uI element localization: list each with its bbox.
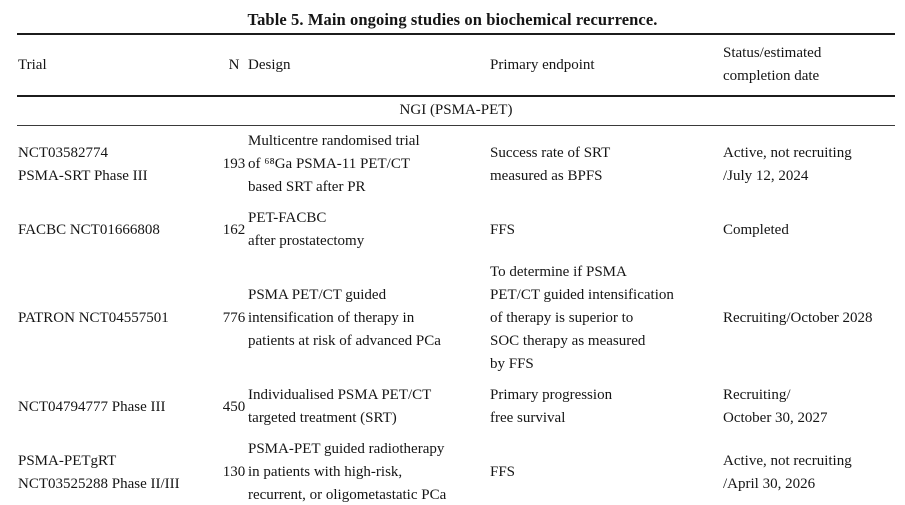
endpoint-cell: FFS [490,221,516,238]
n-cell: 193 [222,156,246,172]
table-row: PSMA-PETgRT NCT03525288 Phase II/III 130… [17,434,895,505]
col-header-design: Design [248,56,291,73]
n-cell: 162 [222,221,246,238]
design-cell: Individualised PSMA PET/CT targeted trea… [248,387,432,426]
table-row: NCT04794777 Phase III 450 Individualised… [17,380,895,434]
n-cell: 450 [222,398,246,415]
status-cell: Active, not recruiting /July 12, 2024 [723,144,852,184]
table-row: FACBC NCT01666808 162 PET-FACBC after pr… [17,203,895,257]
col-header-n: N [228,56,240,73]
status-cell: Completed [723,221,789,238]
header-row: Trial N Design Primary endpoint Status/e… [17,34,895,96]
col-header-primary-endpoint: Primary endpoint [490,56,595,73]
endpoint-cell: Success rate of SRT measured as BPFS [490,144,611,184]
status-cell: Active, not recruiting /April 30, 2026 [723,452,852,492]
table-row: NCT03582774 PSMA-SRT Phase III 193 Multi… [17,126,895,204]
col-header-trial: Trial [18,56,47,73]
endpoint-cell: Primary progression free survival [490,387,613,426]
n-cell: 776 [222,310,246,326]
design-cell: Multicentre randomised trial of ⁶⁸Ga PSM… [248,133,420,195]
n-cell: 130 [222,464,246,480]
studies-table: Trial N Design Primary endpoint Status/e… [17,33,895,505]
status-cell: Recruiting/October 2028 [723,310,873,326]
trial-cell: PSMA-PETgRT NCT03525288 Phase II/III [18,452,180,492]
design-cell: PSMA PET/CT guided intensification of th… [248,287,441,349]
col-header-status: Status/estimated completion date [723,45,822,84]
table-caption: Table 5. Main ongoing studies on biochem… [247,10,658,29]
table-row: PATRON NCT04557501 776 PSMA PET/CT guide… [17,257,895,380]
trial-cell: PATRON NCT04557501 [18,310,169,326]
section-label: NGI (PSMA-PET) [17,96,895,126]
trial-cell: NCT03582774 PSMA-SRT Phase III [18,144,148,184]
design-cell: PET-FACBC after prostatectomy [248,210,365,249]
status-cell: Recruiting/ October 30, 2027 [723,387,828,426]
section-row: NGI (PSMA-PET) [17,96,895,126]
design-cell: PSMA-PET guided radiotherapy in patients… [248,441,447,503]
trial-cell: NCT04794777 Phase III [18,398,166,415]
endpoint-cell: FFS [490,464,516,480]
trial-cell: FACBC NCT01666808 [18,221,160,238]
endpoint-cell: To determine if PSMA PET/CT guided inten… [490,264,674,372]
